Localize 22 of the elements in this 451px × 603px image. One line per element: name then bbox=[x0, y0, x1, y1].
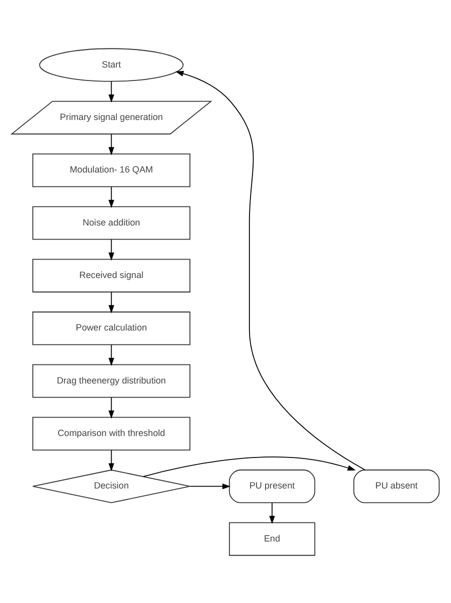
node-box: Power calculation bbox=[32, 311, 190, 345]
node-box: Comparison with threshold bbox=[32, 416, 190, 450]
arrow bbox=[108, 133, 114, 155]
arrow bbox=[108, 449, 114, 471]
arrow bbox=[108, 186, 114, 208]
arrow bbox=[108, 291, 114, 313]
arrow bbox=[190, 482, 231, 489]
arrow bbox=[108, 344, 114, 366]
arrow bbox=[269, 502, 275, 524]
node-box: Drag theenergy distribution bbox=[32, 364, 190, 398]
arrow bbox=[108, 80, 114, 102]
arrow bbox=[108, 238, 114, 260]
node-box: PU present bbox=[228, 469, 316, 503]
node-box: End bbox=[228, 522, 316, 556]
node-box: PU absent bbox=[353, 469, 440, 503]
arrow bbox=[142, 456, 356, 477]
arrow bbox=[108, 396, 114, 418]
node-box: Received signal bbox=[32, 258, 190, 292]
arrow bbox=[175, 70, 366, 470]
node-diamond: Decision bbox=[32, 469, 190, 503]
node-box: Noise addition bbox=[32, 206, 190, 240]
node-box: Modulation- 16 QAM bbox=[32, 153, 190, 187]
